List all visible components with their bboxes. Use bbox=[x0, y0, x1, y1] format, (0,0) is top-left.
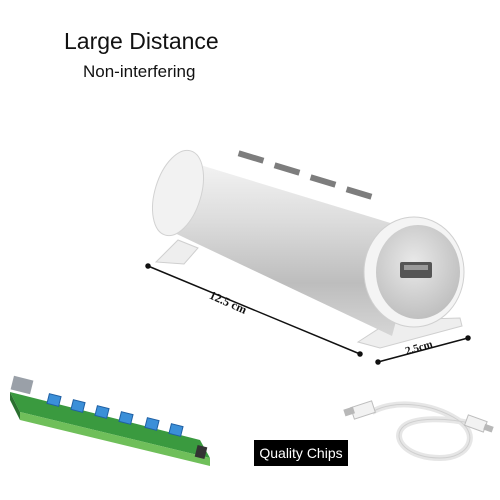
usb-cable bbox=[343, 400, 494, 462]
quality-chips-badge: Quality Chips bbox=[254, 440, 348, 466]
subheadline: Non-interfering bbox=[83, 62, 196, 81]
headline: Large Distance bbox=[64, 28, 219, 54]
diameter-dimension-line bbox=[375, 335, 471, 365]
usb-hub-cylinder bbox=[152, 149, 465, 349]
length-dimension-line bbox=[145, 263, 363, 357]
circuit-board bbox=[10, 375, 210, 466]
